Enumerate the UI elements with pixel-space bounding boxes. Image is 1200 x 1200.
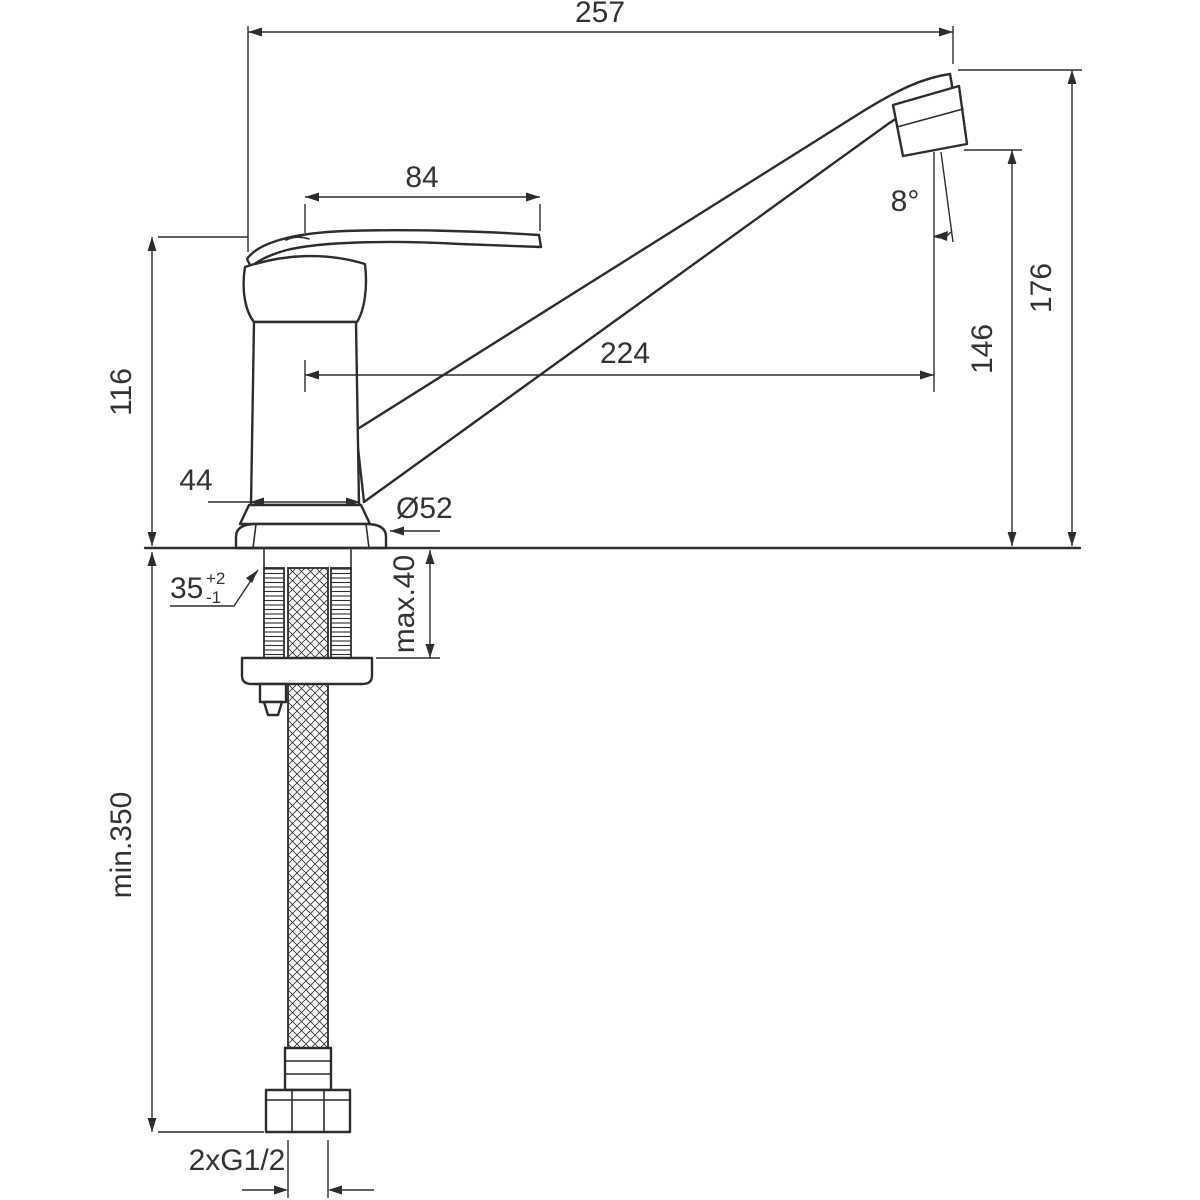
dim-label-handle-length: 84 bbox=[405, 161, 438, 194]
threaded-shank-right bbox=[330, 567, 352, 659]
dim-label-deck-tol-minus: -1 bbox=[206, 588, 221, 607]
dim-label-deck-thickness: 35 bbox=[170, 572, 203, 605]
dimensions: 257 84 224 8° bbox=[105, 0, 1082, 1198]
mounting-stud-tip bbox=[262, 700, 284, 717]
arrowhead bbox=[246, 570, 258, 583]
angle-reference-line bbox=[940, 151, 954, 243]
spout-outlet-seam bbox=[896, 108, 964, 128]
arrowhead bbox=[1007, 532, 1017, 546]
handle-dome bbox=[242, 254, 368, 324]
dim-label-outlet-angle: 8° bbox=[891, 185, 920, 218]
hose-ferrule bbox=[283, 1046, 333, 1092]
arrowhead bbox=[305, 370, 319, 380]
arrowhead bbox=[1007, 150, 1017, 164]
arrowhead bbox=[1067, 70, 1077, 84]
dim-label-shank-clamp: max.40 bbox=[388, 555, 421, 653]
arrowhead bbox=[147, 237, 157, 251]
arrowhead bbox=[526, 192, 540, 202]
faucet-body bbox=[249, 320, 361, 507]
arrowhead bbox=[250, 497, 264, 507]
arrowhead bbox=[425, 644, 435, 658]
arrowhead bbox=[934, 231, 948, 241]
faucet-outline bbox=[143, 72, 1082, 1134]
dim-base-diameter: Ø52 bbox=[390, 492, 453, 536]
arrowhead bbox=[248, 27, 262, 37]
dim-shank-clamp: max.40 bbox=[376, 550, 440, 659]
arrowhead bbox=[920, 370, 934, 380]
base-plate-edge-right bbox=[365, 523, 370, 549]
threaded-shank-left bbox=[263, 567, 285, 659]
mounting-stud bbox=[258, 682, 288, 704]
dim-overall-reach: 257 bbox=[247, 0, 954, 252]
spout-tube bbox=[354, 72, 956, 504]
dim-label-base-diameter: Ø52 bbox=[396, 492, 453, 525]
hose-nut bbox=[264, 1088, 352, 1134]
arrowhead bbox=[939, 27, 953, 37]
dim-handle-length: 84 bbox=[304, 161, 541, 233]
arrowhead bbox=[425, 550, 435, 564]
dim-label-body-height: 116 bbox=[105, 368, 138, 416]
braided-hose bbox=[287, 567, 329, 1049]
arrowhead bbox=[147, 532, 157, 546]
dim-deck-thickness: 35 +2 -1 bbox=[170, 569, 259, 607]
dim-label-hose-min-length: min.350 bbox=[105, 792, 138, 899]
dim-base-width: 44 bbox=[179, 464, 360, 507]
spout-outlet bbox=[891, 84, 969, 158]
mounting-washer bbox=[240, 656, 374, 686]
arrowhead bbox=[147, 1118, 157, 1132]
dim-label-overall-reach: 257 bbox=[575, 0, 625, 29]
arrowhead bbox=[1067, 532, 1077, 546]
dim-overall-height: 176 bbox=[958, 69, 1082, 546]
base-flange bbox=[238, 503, 372, 526]
hose-nut-facets bbox=[265, 1089, 351, 1133]
dim-outlet-angle: 8° bbox=[891, 151, 954, 243]
dim-hose-min-length: min.350 bbox=[105, 552, 264, 1133]
hose-ferrule-bands bbox=[284, 1060, 332, 1075]
dim-outlet-height: 146 bbox=[964, 149, 1022, 546]
arrowhead bbox=[346, 497, 360, 507]
arrowhead bbox=[390, 526, 404, 536]
leader-line bbox=[170, 569, 259, 607]
dim-connection-thread: 2xG1/2 bbox=[189, 1140, 374, 1198]
dim-label-outlet-height: 146 bbox=[966, 324, 999, 374]
base-plate-edge-left bbox=[252, 523, 257, 549]
handle-lever-detail bbox=[285, 236, 310, 241]
arrowhead bbox=[305, 192, 319, 202]
dim-label-base-width: 44 bbox=[179, 464, 212, 497]
handle-lever bbox=[245, 229, 543, 269]
arrowhead bbox=[147, 552, 157, 566]
dim-spout-reach: 224 bbox=[304, 152, 935, 392]
dim-label-deck-tol-plus: +2 bbox=[206, 569, 225, 588]
arrowhead bbox=[274, 1185, 288, 1195]
dim-label-spout-reach: 224 bbox=[600, 337, 650, 370]
base-plate bbox=[234, 522, 388, 550]
dim-label-connection-thread: 2xG1/2 bbox=[189, 1144, 286, 1177]
arrowhead bbox=[328, 1185, 342, 1195]
dim-body-height: 116 bbox=[105, 236, 248, 546]
dim-label-overall-height: 176 bbox=[1025, 263, 1058, 313]
